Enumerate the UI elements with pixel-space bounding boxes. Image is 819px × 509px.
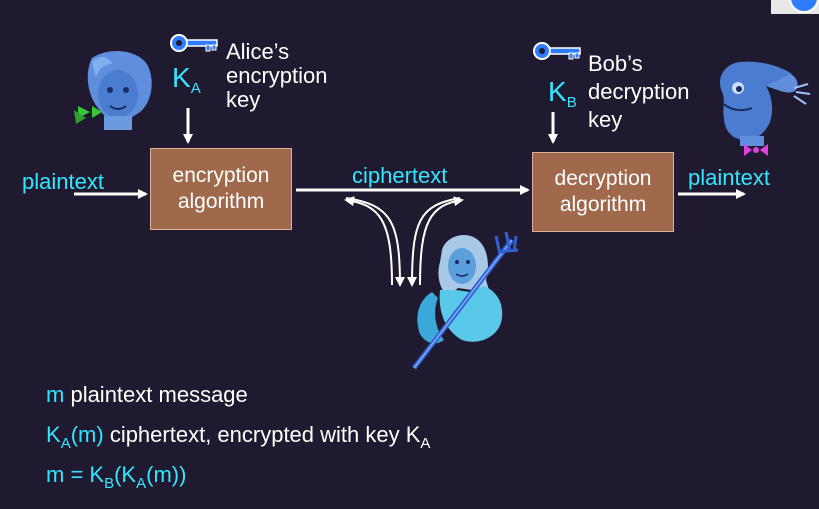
eavesdrop-arrow-left [345,197,405,287]
eavesdrop-arrow-left-up [344,196,393,286]
key-icon [533,42,581,60]
bob-key-sub: B [566,94,577,111]
alice-key-sub: A [190,80,201,97]
ciphertext-label: ciphertext [352,163,448,188]
alice-label-line1: Alice’s [226,39,290,64]
trudy-intruder-figure [412,231,519,370]
alice-key-label: Alice’s encryption key [226,40,328,112]
plaintext-out-label: plaintext [688,165,770,190]
bob-key-symbol: KB [548,76,577,111]
legend-eq-sub-b: B [104,475,115,492]
alice-label-line3: key [226,87,261,112]
legend-row-plaintext: m plaintext message [46,382,248,408]
legend-ka-k: K [46,422,61,447]
encryption-algorithm-box: encryption algorithm [150,148,292,230]
bob-label-line2: decryption [588,79,690,104]
legend-m-var: m [46,382,65,407]
eavesdrop-arrow-right [407,197,461,287]
plaintext-in-label: plaintext [22,169,104,194]
legend-ka-sub: A [60,435,71,452]
legend-ciphertext-desc: ciphertext, encrypted with key K [109,422,421,447]
alice-key-symbol: KA [172,62,201,97]
key-icon [170,34,218,52]
alice-figure [74,51,152,130]
decryption-box-line1: decryption [554,167,652,190]
bob-key-k: K [548,76,567,107]
legend-eq-open: (K [114,462,137,487]
legend-row-equation: m = KB(KA(m)) [46,462,187,491]
alice-key-k: K [172,62,191,93]
legend-eq-sub-a: A [136,475,147,492]
decryption-algorithm-box: decryption algorithm [532,152,674,232]
legend-ka-m: (m) [70,422,104,447]
corner-badge-icon [771,0,819,14]
encryption-box-line2: algorithm [177,190,265,213]
encryption-box-line1: encryption [172,164,270,187]
legend-eq-m: m [46,462,65,487]
legend-row-ciphertext: KA(m) ciphertext, encrypted with key KA [46,422,431,451]
legend-eq-close: (m)) [146,462,187,487]
bob-label-line1: Bob’s [588,51,643,76]
decryption-box-line2: algorithm [559,193,647,216]
eavesdrop-arrow-right-up [419,196,464,286]
legend-eq-k: = K [70,462,105,487]
bob-label-line3: key [588,107,623,132]
legend-ciphertext-text: ciphertext, encrypted with key KA [109,422,431,451]
alice-label-line2: encryption [226,63,328,88]
legend-ciphertext-sub: A [420,435,431,452]
bob-figure [720,61,811,156]
legend-plaintext-text: plaintext message [70,382,248,407]
